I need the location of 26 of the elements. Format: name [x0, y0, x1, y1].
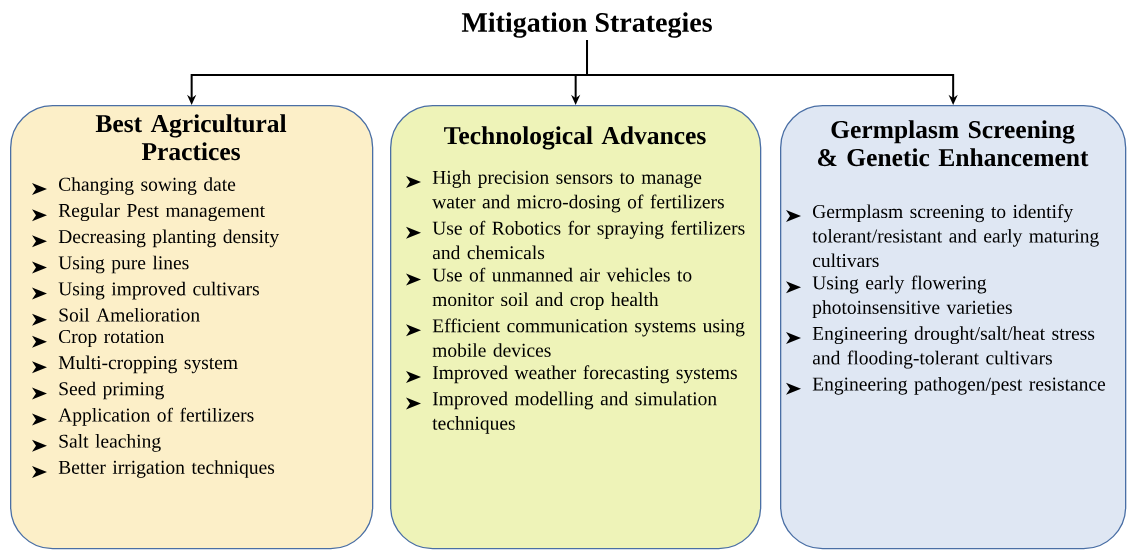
list-item: Engineering pathogen/pest resistance — [812, 376, 1106, 395]
list-item: Better irrigation techniques — [58, 460, 275, 478]
list-item: Changing sowing date — [59, 177, 236, 195]
list-item: Using early flowering photoinsensitive varieties — [812, 275, 1012, 318]
list-item: Engineering drought/salt/heat stress and flooding-tolerant cultivars — [812, 326, 1095, 369]
list-item: High precision sensors to manage water and micro-dosing of fertilizers — [432, 170, 724, 213]
list-item: Application of fertilizers — [58, 407, 254, 426]
title: Mitigation Strategies — [461, 12, 712, 38]
list-item: Using pure lines — [58, 255, 189, 274]
box-heading: Best Agricultural Practices — [95, 114, 287, 161]
list-item: Soil Amelioration — [59, 307, 200, 322]
list-item: Improved modelling and simulation techniques — [432, 391, 717, 434]
list-item: Using improved cultivars — [58, 281, 259, 300]
list-item: Seed priming — [59, 381, 164, 400]
list-item: Decreasing planting density — [58, 229, 280, 248]
list-item: Use of Robotics for spraying fertilizers and chemicals — [432, 220, 745, 260]
list-item: Salt leaching — [59, 434, 161, 452]
list-item: Regular Pest management — [58, 203, 265, 222]
list-item: Crop rotation — [59, 330, 165, 348]
list-item: Improved weather forecasting systems — [432, 365, 737, 384]
box-heading: Technological Advances — [444, 126, 706, 150]
list-item: Efficient communication systems using mobile devices — [432, 318, 745, 357]
box-heading: Germplasm Screening & Genetic Enhancement — [818, 120, 1089, 167]
list-item: Use of unmanned air vehicles to monitor soil and crop health — [432, 267, 692, 311]
list-item: Germplasm screening to identify tolerant/resistant and early maturing cultivars — [812, 204, 1099, 268]
list-item: Multi-cropping system — [58, 355, 238, 374]
